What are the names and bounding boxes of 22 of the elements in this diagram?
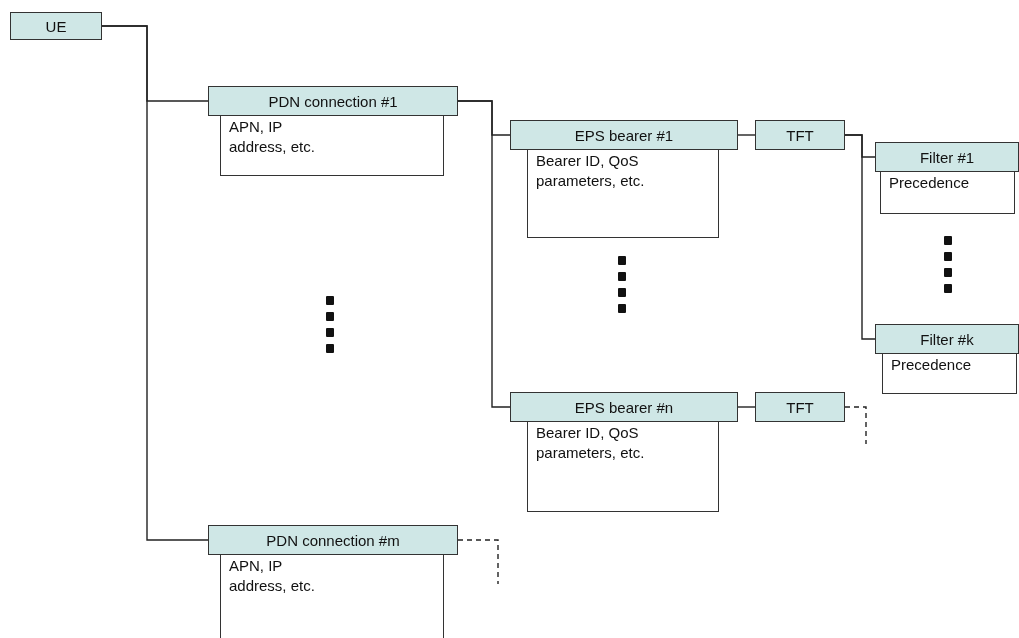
connector-line [101,25,209,541]
header-box: EPS bearer #n [510,392,738,422]
header-box: TFT [755,120,845,150]
details-box: APN, IP address, etc. [220,553,444,638]
header-box: Filter #k [875,324,1019,354]
connector-line [844,134,876,340]
connector-line [737,134,756,136]
details-box: Precedence [882,352,1017,394]
header-box: Filter #1 [875,142,1019,172]
connector-line [737,406,756,408]
header-box: PDN connection #m [208,525,458,555]
header-box: UE [10,12,102,40]
dashed-connector [844,406,867,445]
details-box: Bearer ID, QoS parameters, etc. [527,420,719,512]
details-box: Bearer ID, QoS parameters, etc. [527,148,719,238]
dashed-connector [457,539,499,585]
header-box: TFT [755,392,845,422]
connector-line [457,100,511,408]
header-box: PDN connection #1 [208,86,458,116]
details-box: Precedence [880,170,1015,214]
header-box: EPS bearer #1 [510,120,738,150]
details-box: APN, IP address, etc. [220,114,444,176]
